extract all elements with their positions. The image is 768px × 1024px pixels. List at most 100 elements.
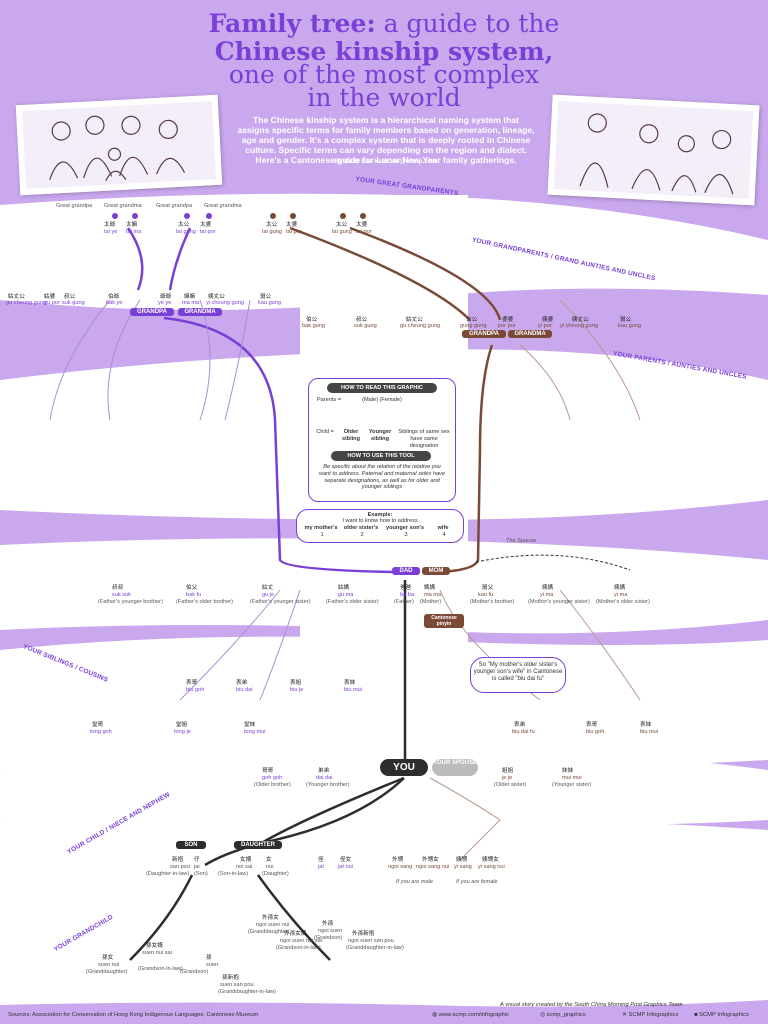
cousin-pinyin: biu mui [344, 687, 363, 693]
gp-term: 伯爺 [108, 294, 120, 300]
grandchild-pinyin: ngoi suen nui [256, 922, 290, 928]
child-term: 侄 [318, 857, 324, 863]
child-pinyin: jai [194, 864, 200, 870]
grandma-tag: GRANDMA [508, 330, 552, 338]
great-grandma-cn: 太嫲 [126, 222, 138, 228]
title-line-2: Chinese kinship system, [214, 37, 554, 66]
cousin-term: 表哥 [186, 680, 198, 686]
cousin-pinyin: biu dai [236, 687, 253, 693]
grandma-tag: GRANDMA [178, 308, 222, 316]
how-to-use-text: Be specific about the relation of the re… [319, 464, 445, 491]
title-line-3: one of the most complex [228, 60, 540, 89]
cousin-term: 表妹 [344, 680, 356, 686]
great-grandma-pinyin: tai por [286, 229, 302, 235]
sibling-desc: (Older sister) [494, 782, 527, 788]
daughter-tag: DAUGHTER [234, 841, 282, 849]
facebook-link[interactable]: ■ SCMP Infographics [694, 1012, 749, 1018]
grandchild-desc: (Granddaughter-in-law) [218, 989, 276, 995]
parent-desc: (Mother's brother) [470, 599, 515, 605]
great-grandpa-cn: 太公 [178, 222, 190, 228]
parent-term: 姑媽 [338, 585, 350, 591]
gp-term: 姨丈公 [208, 294, 225, 300]
example-step: wife [437, 525, 449, 531]
credit: A visual story created by the South Chin… [500, 1002, 683, 1008]
gp-term: 爺爺 [160, 294, 172, 300]
gp-pinyin: yi por [538, 323, 552, 329]
sibling-pinyin: je je [502, 775, 513, 781]
gp-term: 伯公 [306, 317, 318, 323]
male-marker [184, 213, 190, 219]
globe-icon: ◍ [432, 1012, 439, 1018]
facebook-icon: ■ [694, 1012, 700, 1018]
male-female-legend: (Male) (Female) [362, 397, 402, 403]
sibling-term: 妹妹 [562, 768, 574, 774]
instagram-icon: ◎ [540, 1012, 547, 1018]
great-grandma-pinyin: tai por [200, 229, 216, 235]
example-number: 3 [404, 532, 408, 538]
grandchild-term: 外孫新抱 [352, 931, 375, 937]
grandchild-term: 外孫 [322, 921, 334, 927]
child-term: 新抱 [172, 857, 184, 863]
gp-term: 姑丈公 [406, 317, 423, 323]
female-marker [360, 213, 366, 219]
parent-pinyin: ma ma [424, 592, 442, 598]
sibling-pinyin: mui mui [562, 775, 582, 781]
great-grandma-pinyin: tai ma [126, 229, 142, 235]
great-grandma-cn: 太婆 [200, 222, 212, 228]
gp-pinyin: bak gung [302, 323, 326, 329]
sources: Sources: Association for Conservation of… [8, 1012, 259, 1018]
great-grandpa-pinyin: tai gung [262, 229, 282, 235]
grandchild-pinyin: ngoi suen [318, 928, 343, 934]
child-pinyin: yi sang nui [478, 864, 505, 870]
sibling-desc: (Younger brother) [306, 782, 350, 788]
gp-pinyin: ma ma [182, 300, 200, 306]
parent-pinyin: gu ma [338, 592, 354, 598]
grandchild-desc: (Grandson) [180, 969, 209, 975]
great-grandma-cn: 太婆 [356, 222, 368, 228]
child-desc: (Daughter) [262, 871, 289, 877]
parent-desc: (Mother's older sister) [596, 599, 650, 605]
child-pinyin: san pou [170, 864, 190, 870]
male-marker [270, 213, 276, 219]
cousin-term: 表姐 [290, 680, 302, 686]
parent-term: 叔叔 [112, 585, 124, 591]
x-link[interactable]: ✕ SCMP Infographics [622, 1012, 678, 1018]
title-rest: a guide to the [383, 9, 560, 38]
dad-tag: DAD [392, 567, 420, 575]
example-answer-note: So "My mother's older sister's younger s… [470, 657, 566, 693]
child-term: 外甥 [392, 857, 404, 863]
gp-term: 叔公 [64, 294, 76, 300]
great-grandpa-pinyin: tai gung [176, 229, 196, 235]
sibling-desc: (Younger sister) [552, 782, 592, 788]
family-illustration-left [15, 94, 223, 196]
sibling-desc: (Older brother) [254, 782, 291, 788]
grandchild-pinyin: ngoi suen san pou [348, 938, 394, 944]
parent-term: 姨媽 [542, 585, 554, 591]
parent-desc: (Mother's younger sister) [528, 599, 590, 605]
instagram-link[interactable]: ◎ scmp_graphics [540, 1012, 586, 1018]
example-title: Example: [367, 512, 393, 518]
cousin-pinyin: tong je [174, 729, 191, 735]
gp-pinyin: ye ye [158, 300, 172, 306]
title-line-1: Family tree: a guide to the [0, 10, 768, 38]
gp-pinyin: gung gung [460, 323, 487, 329]
cousin-term: 堂哥 [92, 722, 104, 728]
grandchild-desc: (Granddaughter) [248, 929, 290, 935]
example-subtitle: I want to know how to address [342, 518, 418, 524]
parent-desc: (Father's older sister) [326, 599, 379, 605]
great-grandma-cn: 太婆 [286, 222, 298, 228]
web-link[interactable]: ◍ www.scmp.com/infographic [432, 1012, 509, 1018]
sibling-term: 哥哥 [262, 768, 274, 774]
x-icon: ✕ [622, 1012, 629, 1018]
cousin-term: 堂姐 [176, 722, 188, 728]
child-pinyin: jat [318, 864, 324, 870]
grandchild-term: 外孫女 [262, 915, 279, 921]
cousin-term: 表弟 [236, 680, 248, 686]
male-marker [340, 213, 346, 219]
gp-term: 姑婆 [44, 294, 56, 300]
example-number: 4 [442, 532, 446, 538]
male-marker [112, 213, 118, 219]
child-pinyin: jat nui [338, 864, 353, 870]
your-spouse-node: YOUR SPOUSE [432, 759, 478, 776]
cantonese-pinyin-tag: Cantonese pinyin [424, 614, 464, 628]
